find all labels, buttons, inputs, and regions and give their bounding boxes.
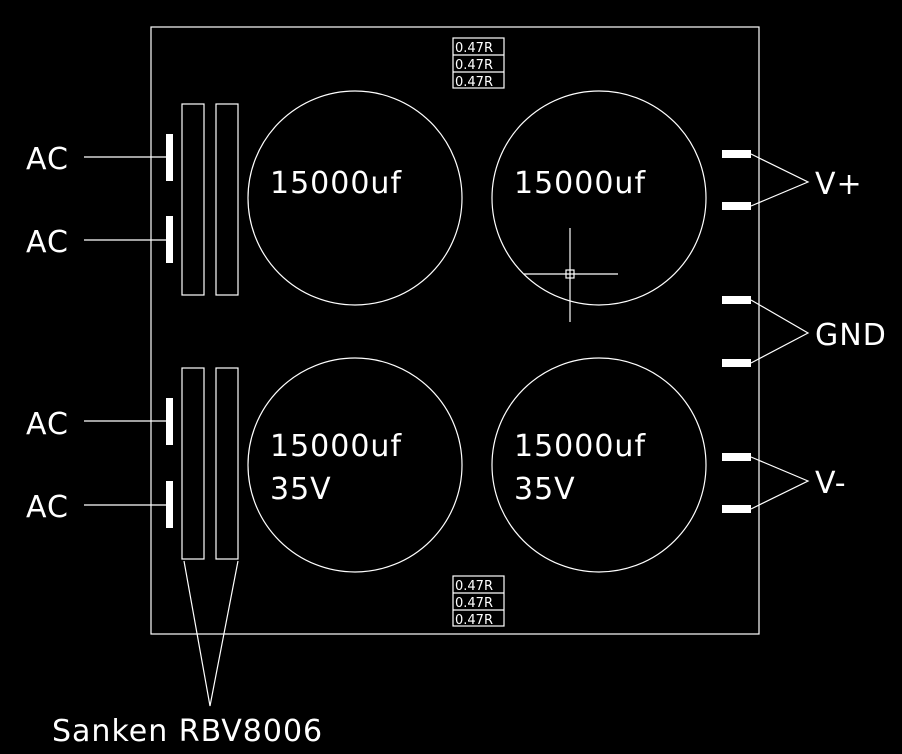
resistor-label: 0.47R [455,41,493,56]
ac-label: AC [26,142,69,177]
capacitor-outline [491,357,707,573]
bridge-rectifier-top [181,103,239,296]
capacitor-outline [491,90,707,306]
ac-pad [166,398,173,445]
capacitor-value: 15000uf [514,166,646,201]
ac-pad [166,481,173,528]
v-plus-pad [722,202,751,210]
v-plus-leader [750,153,810,207]
resistor-label: 0.47R [455,613,493,628]
v-minus-pad [722,505,751,513]
capacitor-outline [247,357,463,573]
v-minus-pad [722,453,751,461]
ac-label: AC [26,407,69,442]
capacitor-value: 15000uf [514,429,646,464]
resistor-label: 0.47R [455,596,493,611]
resistor-label: 0.47R [455,579,493,594]
resistor-block-top: 0.47R 0.47R 0.47R [452,37,505,90]
bridge-rectifier-bottom [181,367,239,560]
gnd-pad [722,296,751,304]
capacitor-value: 15000uf [270,166,402,201]
gnd-label: GND [815,318,887,353]
capacitor-outline [247,90,463,306]
capacitor-voltage: 35V [514,472,576,507]
ac-label: AC [26,225,69,260]
ac-label: AC [26,490,69,525]
v-plus-label: V+ [815,167,863,202]
v-minus-leader [750,456,810,510]
gnd-pad [722,359,751,367]
board-outline [150,26,760,635]
ac-pad [166,134,173,181]
bridge-part-label: Sanken RBV8006 [52,714,323,749]
capacitor-value: 15000uf [270,429,402,464]
resistor-block-bottom: 0.47R 0.47R 0.47R [452,575,505,628]
resistor-label: 0.47R [455,58,493,73]
gnd-leader [750,299,810,364]
resistor-label: 0.47R [455,75,493,90]
v-plus-pad [722,150,751,158]
v-minus-label: V- [815,466,847,501]
ac-pad [166,216,173,263]
capacitor-voltage: 35V [270,472,332,507]
crosshair-cursor-icon [524,228,618,322]
bridge-leader [183,560,239,707]
